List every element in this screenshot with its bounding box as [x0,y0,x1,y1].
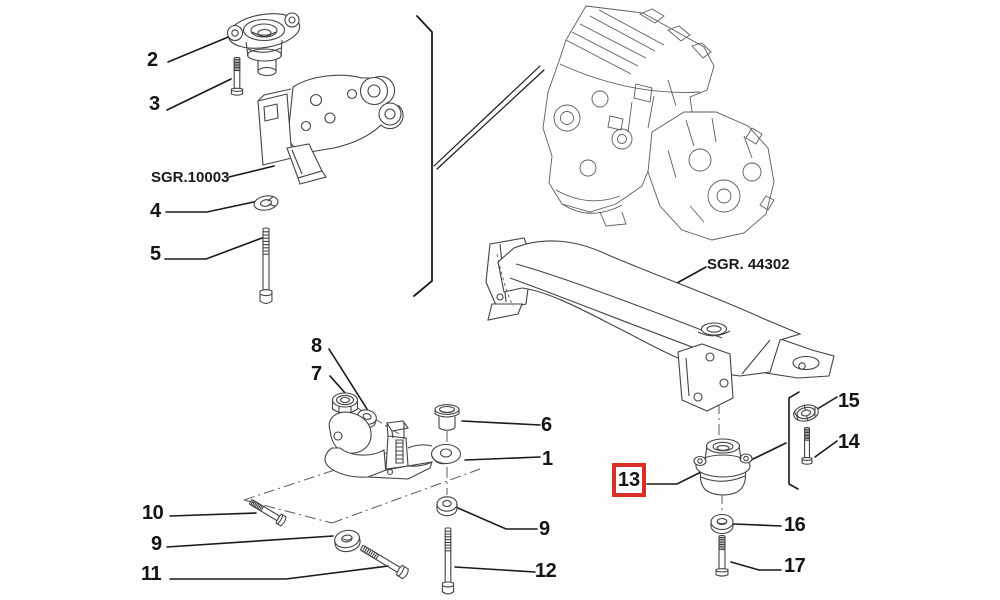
callout-6[interactable]: 6 [541,414,552,436]
callout-9-right[interactable]: 9 [539,518,550,540]
part-12-bolt-drawing [441,527,455,595]
callout-8[interactable]: 8 [311,335,322,357]
callout-2[interactable]: 2 [147,49,158,71]
part-2-engine-mount-drawing [226,12,301,77]
part-9-washer-left-drawing [334,529,361,553]
callout-14[interactable]: 14 [838,431,860,453]
callout-7[interactable]: 7 [311,363,322,385]
part-14-bolt-drawing [801,427,813,465]
part-6-bushing-drawing [434,404,460,431]
part-10-bolt-drawing [247,496,288,527]
callout-3[interactable]: 3 [149,93,160,115]
leader-lines [164,15,838,580]
callout-4[interactable]: 4 [150,200,161,222]
part-1-bracket-drawing [324,411,462,480]
part-17-bolt-drawing [715,535,729,577]
callout-13-label: 13 [617,468,641,491]
group-ref-sgr10003[interactable]: SGR.10003 [151,169,230,186]
callout-13-highlighted[interactable]: 13 [612,463,646,497]
callout-12[interactable]: 12 [535,560,557,582]
part-3-bolt-drawing [230,57,244,96]
callout-11[interactable]: 11 [141,563,162,585]
part-11-bolt-drawing [358,542,411,580]
callout-5[interactable]: 5 [150,243,161,265]
part-16-washer-drawing [710,513,734,534]
part-9-washer-center-drawing [436,496,458,517]
callout-15[interactable]: 15 [838,390,860,412]
part-5-bolt-drawing [259,227,273,304]
callout-17[interactable]: 17 [784,555,806,577]
callout-16[interactable]: 16 [784,514,806,536]
callout-9-left[interactable]: 9 [151,533,162,555]
part-4-lock-washer-drawing [253,195,279,211]
subframe-crossmember-drawing [485,237,835,412]
callout-1[interactable]: 1 [542,448,553,470]
sgr10003-bracket-drawing [257,74,404,185]
part-13-rubber-mount-drawing [693,438,753,496]
engine-assembly-drawing [542,5,775,241]
callout-10[interactable]: 10 [142,502,164,524]
part-15-nut-drawing [793,404,819,422]
part-7-nut-drawing [331,392,359,415]
group-ref-sgr44302[interactable]: SGR. 44302 [707,256,790,273]
